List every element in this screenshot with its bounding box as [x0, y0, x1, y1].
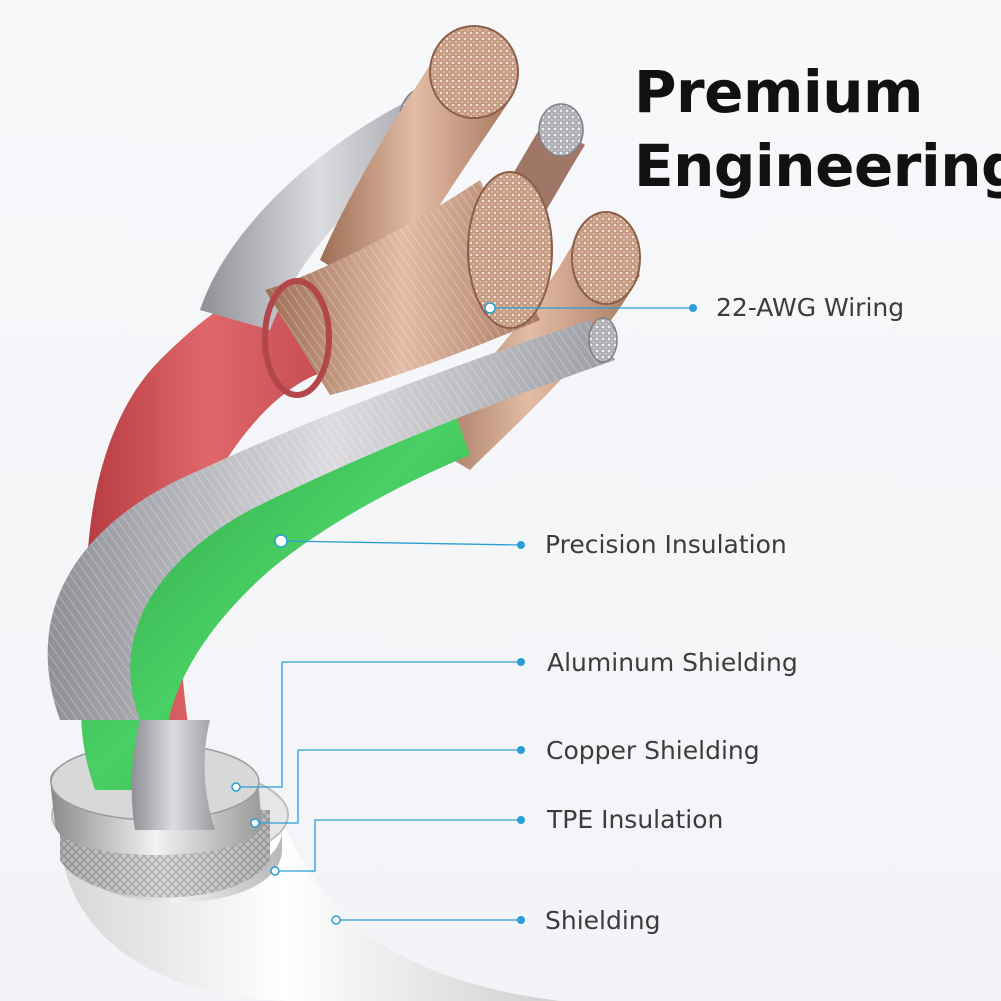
- callout-copper-shielding: Copper Shielding: [546, 736, 760, 765]
- callout-aluminum-shielding: Aluminum Shielding: [547, 648, 798, 677]
- leader-line-precision: [280, 540, 522, 546]
- leader-lines: [236, 307, 693, 921]
- callout-shielding: Shielding: [545, 906, 661, 935]
- anchor-dots: [231, 302, 496, 925]
- callout-precision-insulation: Precision Insulation: [545, 530, 787, 559]
- page-title-line-2: Engineering: [634, 132, 1001, 200]
- callout-tpe-insulation: TPE Insulation: [547, 805, 724, 834]
- leader-line-aluminum: [236, 661, 521, 788]
- leader-line-copper: [255, 749, 521, 824]
- green-wire: [81, 400, 470, 790]
- leader-dots: [517, 304, 697, 924]
- leader-line-tpe: [275, 819, 521, 872]
- silver-braid-ribbon: [47, 317, 618, 830]
- main-copper-conductor: [262, 171, 553, 398]
- callout-22awg-wiring: 22-AWG Wiring: [716, 293, 905, 322]
- page-title-line-1: Premium: [634, 58, 924, 126]
- copper-strand-top: [320, 25, 519, 300]
